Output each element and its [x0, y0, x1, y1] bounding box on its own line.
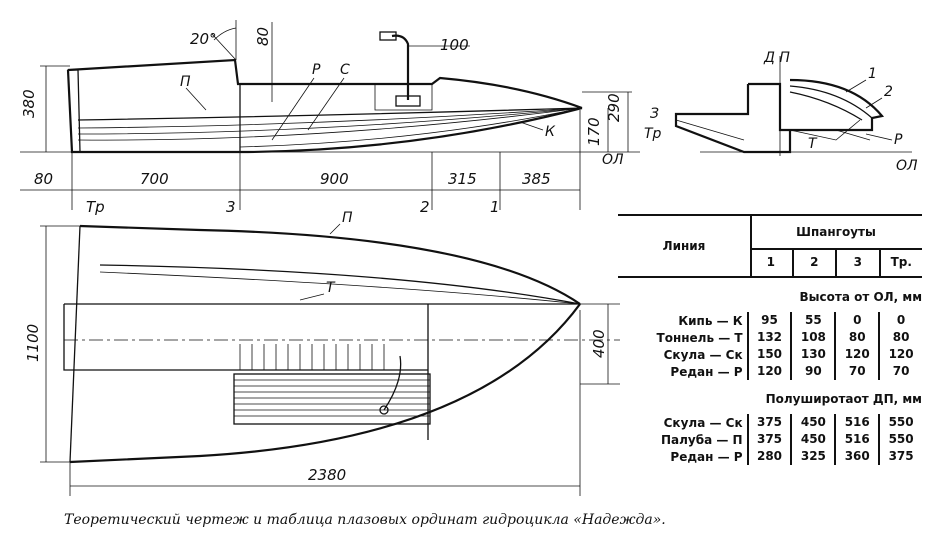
- table-row: Тоннель — Т 132 108 80 80: [656, 329, 910, 346]
- station-3: 3: [226, 198, 236, 216]
- header-col-2: 2: [794, 248, 837, 276]
- spacing-315: 315: [448, 170, 477, 188]
- spacing-80: 80: [34, 170, 53, 188]
- dim-170: 170: [585, 117, 603, 146]
- plan-tunnel-upper: [99, 264, 581, 305]
- label-P: П: [180, 74, 191, 90]
- label-R: Р: [312, 62, 321, 78]
- dim-80-top: 80: [254, 27, 272, 46]
- body-label-OL: ОЛ: [896, 158, 918, 174]
- station-1: 1: [490, 198, 500, 216]
- body-label-DP: Д П: [763, 50, 790, 66]
- plan-deck-upper: [79, 224, 581, 305]
- dim-380: 380: [20, 89, 38, 118]
- steering-column: [391, 34, 410, 100]
- ordinates-table: Линия Шпангоуты 1 2 3 Тр. Высота от ОЛ, …: [618, 214, 922, 465]
- hull-sheer-line: [67, 58, 583, 110]
- dim-290: 290: [605, 93, 623, 122]
- dim-100: 100: [440, 36, 469, 54]
- plan-transom: [69, 225, 81, 463]
- station-2: 2: [420, 198, 430, 216]
- body-plan: Д П 1 2 З Тр Т Р ОЛ: [644, 50, 918, 174]
- body-label-Z: З: [650, 106, 659, 122]
- body-label-R: Р: [894, 132, 903, 148]
- label-K: К: [545, 124, 556, 140]
- label-OL: ОЛ: [602, 152, 624, 168]
- header-col-1: 1: [750, 248, 794, 276]
- plan-view: П Т 1100 400 2380: [24, 210, 620, 496]
- hull-keel-line: [66, 69, 583, 154]
- seat-grille: [233, 344, 431, 425]
- body-label-T: Т: [808, 136, 818, 152]
- label-S: С: [340, 62, 350, 78]
- table-row: Скула — Ск 375 450 516 550: [663, 414, 914, 431]
- dim-1100: 1100: [24, 324, 42, 362]
- plan-deck-lower: [69, 303, 581, 464]
- spacing-385: 385: [522, 170, 551, 188]
- section-height: Высота от ОЛ, мм: [799, 290, 922, 304]
- table-row: Редан — Р 120 90 70 70: [670, 363, 910, 380]
- seat: [374, 84, 433, 111]
- figure-caption: Теоретический чертеж и таблица плазовых …: [64, 512, 666, 528]
- table-row: Кипь — К 95 55 0 0: [678, 312, 906, 329]
- table-header: Линия Шпангоуты 1 2 3 Тр.: [618, 214, 922, 278]
- side-view: 20° 80 100 380 170 290 П Р С К ОЛ 80: [20, 20, 640, 216]
- header-col-tr: Тр.: [890, 255, 912, 269]
- body-label-1: 1: [868, 66, 877, 82]
- body-label-2: 2: [884, 84, 893, 100]
- hull-chine-line: [77, 107, 583, 121]
- station-Tr: Тр: [86, 198, 105, 216]
- table-row: Скула — Ск 150 130 120 120: [663, 346, 914, 363]
- spacing-900: 900: [320, 170, 349, 188]
- plan-label-P: П: [342, 210, 353, 226]
- plan-label-T: Т: [326, 280, 336, 296]
- table-row: Редан — Р 280 325 360 375: [670, 448, 914, 465]
- table-row: Палуба — П 375 450 516 550: [660, 431, 914, 448]
- header-shpangouty: Шпангоуты: [750, 216, 922, 250]
- angle-label: 20°: [190, 30, 217, 48]
- body-deck: [748, 78, 885, 132]
- header-col-3: 3: [837, 248, 881, 276]
- header-liniya: Линия: [618, 216, 752, 276]
- transom: [67, 69, 81, 153]
- body-section: [674, 84, 792, 154]
- section-halfbreadth: Полуширотаот ДП, мм: [765, 392, 922, 406]
- dim-400: 400: [590, 329, 608, 358]
- spacing-700: 700: [140, 170, 169, 188]
- dim-2380: 2380: [308, 466, 346, 484]
- plan-steering: [383, 355, 402, 411]
- body-label-Tr: Тр: [644, 126, 662, 142]
